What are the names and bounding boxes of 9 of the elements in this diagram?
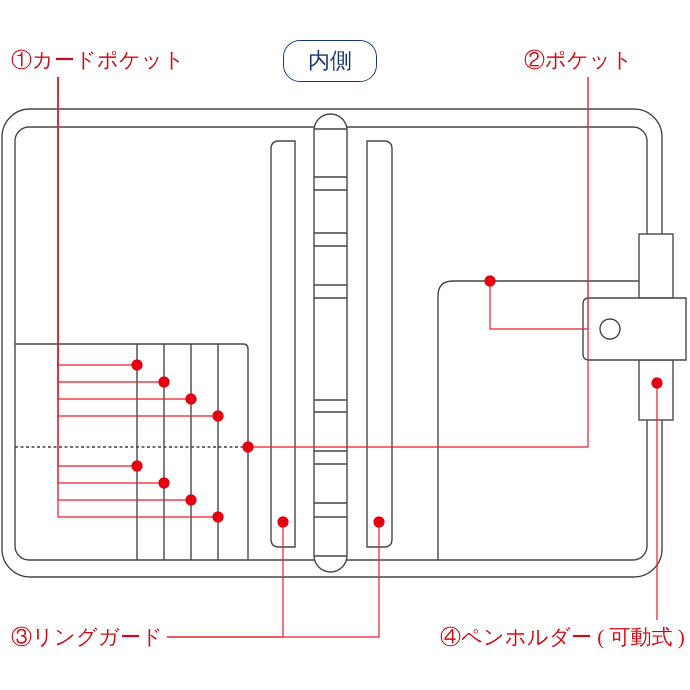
- callout-label: ①カードポケット: [11, 47, 185, 73]
- callout-label: ③リングガード: [11, 624, 163, 650]
- leader-line: [167, 516, 385, 638]
- callout-label: ②ポケット: [524, 47, 633, 73]
- section-heading-tag: 内側: [283, 40, 377, 82]
- leader-line: [651, 377, 663, 620]
- callout-label: ④ペンホルダー ( 可動式 ): [440, 624, 685, 650]
- leader-line: [242, 77, 589, 453]
- leader-line: [57, 77, 224, 523]
